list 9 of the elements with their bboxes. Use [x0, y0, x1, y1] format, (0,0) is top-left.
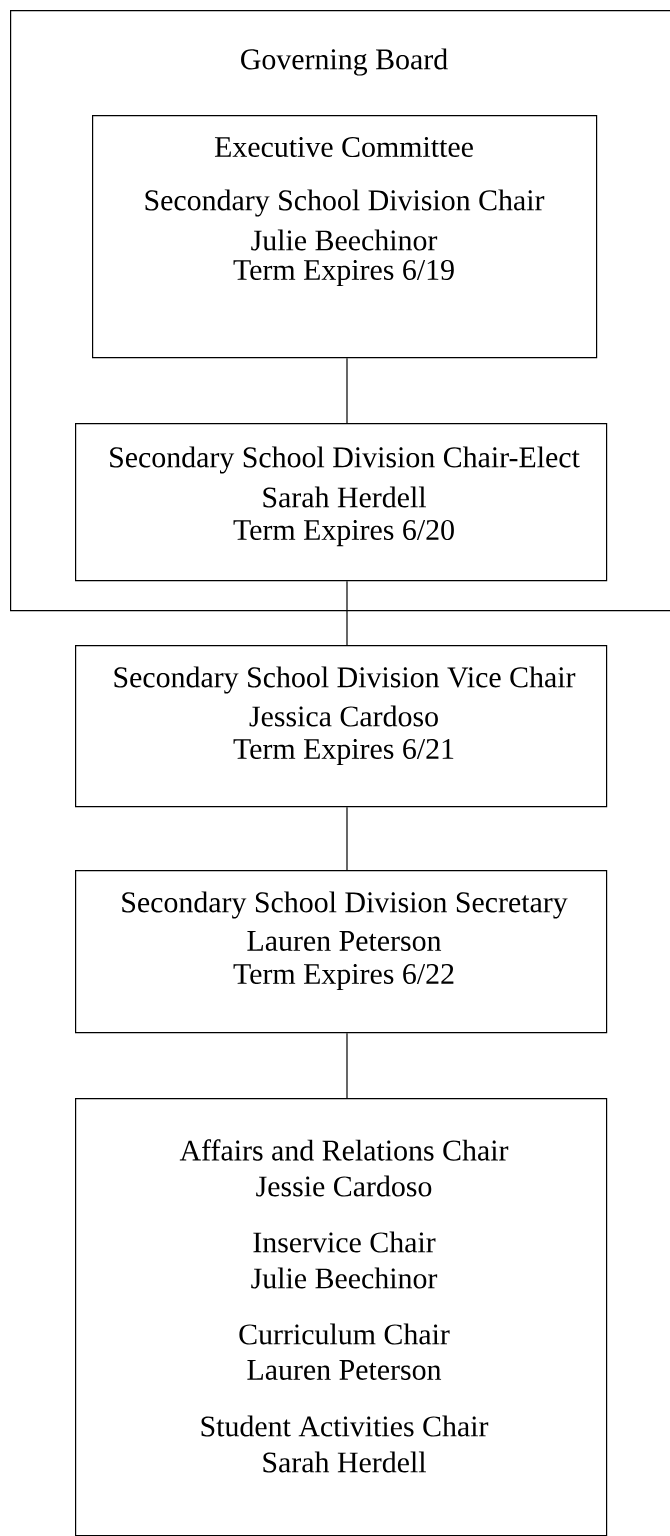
connector-line [346, 357, 348, 424]
officer-box: Secondary School Division Chair-Elect Sarah Herdell Term Expires 6/20 [75, 423, 608, 582]
chairs-box: Affairs and Relations Chair Jessie Cardoso Inservice Chair Julie Beechinor Curriculum Chair Lauren Peterson Student Activities Chair Sarah Herdell [75, 1098, 608, 1536]
connector-line [346, 806, 348, 871]
connector-line [346, 580, 348, 646]
connector-line [346, 1032, 348, 1099]
officer-box: Secondary School Division Secretary Lauren Peterson Term Expires 6/22 [75, 870, 608, 1034]
officer-box: Executive Committee Secondary School Division Chair Julie Beechinor Term Expires 6/19 [92, 115, 598, 359]
officer-box: Secondary School Division Vice Chair Jessica Cardoso Term Expires 6/21 [75, 645, 608, 808]
